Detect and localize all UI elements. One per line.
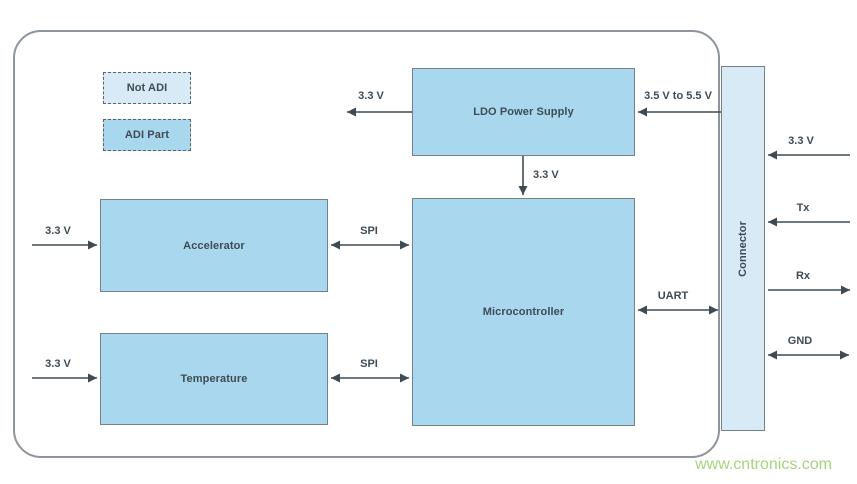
block-ldo-power-supply: LDO Power Supply bbox=[412, 68, 635, 156]
block-temperature: Temperature bbox=[100, 333, 328, 425]
label-spi-accelerator: SPI bbox=[360, 225, 378, 237]
block-connector-label: Connector bbox=[737, 220, 749, 277]
label-connector-33v: 3.3 V bbox=[788, 135, 814, 147]
block-accelerator-label: Accelerator bbox=[183, 239, 245, 252]
label-ldo-to-mcu: 3.3 V bbox=[533, 169, 559, 181]
label-accelerator-supply: 3.3 V bbox=[45, 225, 71, 237]
block-connector: Connector bbox=[721, 66, 765, 431]
watermark: www.cntronics.com bbox=[695, 456, 832, 473]
legend-adi-part-label: ADI Part bbox=[124, 129, 170, 141]
legend-not-adi-label: Not ADI bbox=[126, 82, 168, 94]
label-spi-temperature: SPI bbox=[360, 358, 378, 370]
block-microcontroller-label: Microcontroller bbox=[482, 306, 565, 318]
label-temperature-supply: 3.3 V bbox=[45, 358, 71, 370]
block-accelerator: Accelerator bbox=[100, 199, 328, 292]
block-microcontroller: Microcontroller bbox=[412, 198, 635, 426]
label-tx: Tx bbox=[796, 202, 810, 214]
label-rx: Rx bbox=[795, 270, 811, 282]
label-supply-input: 3.5 V to 5.5 V bbox=[644, 90, 712, 102]
legend-adi-part: ADI Part bbox=[103, 119, 191, 151]
label-uart: UART bbox=[657, 290, 689, 302]
legend-not-adi: Not ADI bbox=[103, 72, 191, 104]
label-ldo-output: 3.3 V bbox=[358, 90, 384, 102]
block-ldo-power-supply-label: LDO Power Supply bbox=[473, 106, 574, 118]
block-temperature-label: Temperature bbox=[180, 373, 248, 385]
label-gnd: GND bbox=[787, 335, 813, 347]
